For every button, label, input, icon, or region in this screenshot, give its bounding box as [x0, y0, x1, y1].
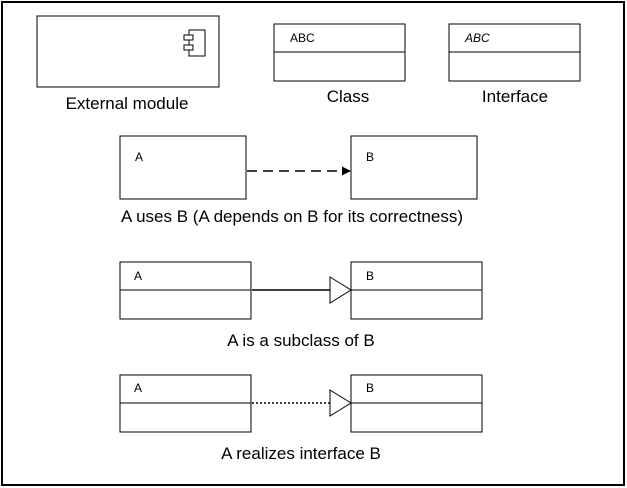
- uses-target-label: B: [366, 150, 374, 164]
- interface-name: ABC: [464, 31, 490, 45]
- subclass-caption: A is a subclass of B: [227, 331, 374, 350]
- realizes-source-label: A: [134, 381, 142, 395]
- uses-caption: A uses B (A depends on B for its correct…: [121, 207, 463, 226]
- interface-box: [448, 23, 581, 82]
- subclass-source-label: A: [134, 269, 142, 283]
- external-module-box: [36, 15, 220, 88]
- realizes-caption: A realizes interface B: [221, 444, 381, 463]
- class-box: [273, 23, 406, 82]
- uses-target-box: [350, 135, 478, 200]
- component-icon: [183, 29, 206, 57]
- external-module-caption: External module: [66, 94, 189, 113]
- uses-source-label: A: [135, 150, 143, 164]
- realizes-source-box: [119, 374, 252, 433]
- subclass-target-label: B: [366, 269, 374, 283]
- uses-source-box: [119, 135, 247, 200]
- realizes-target-box: [350, 374, 483, 433]
- subclass-source-box: [119, 261, 252, 320]
- subclass-target-box: [350, 261, 483, 320]
- realization-arrowhead: [329, 389, 352, 417]
- class-caption: Class: [327, 87, 370, 106]
- realizes-target-label: B: [366, 381, 374, 395]
- class-name: ABC: [290, 31, 315, 45]
- interface-caption: Interface: [482, 87, 548, 106]
- generalization-arrowhead: [329, 276, 352, 304]
